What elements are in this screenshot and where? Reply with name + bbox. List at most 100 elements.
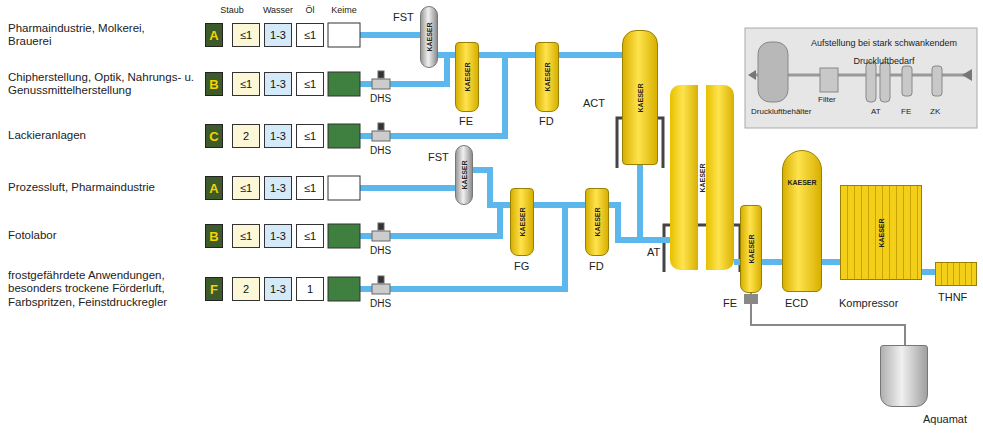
class-value: A — [209, 28, 218, 43]
class-value: ≤1 — [304, 29, 316, 41]
dust-class-box: ≤1 — [232, 72, 260, 96]
component-label: ECD — [785, 297, 808, 309]
brand-mark: KAESER — [594, 207, 601, 236]
class-value: ≤1 — [304, 78, 316, 90]
class-box: B — [205, 224, 223, 248]
oil-class-box: ≤1 — [296, 72, 324, 96]
column-header: Wasser — [263, 5, 293, 15]
oil-class-box: 1 — [296, 277, 324, 301]
component-label: FST — [393, 11, 414, 23]
condensate-drain-tank: ECDKAESER — [782, 150, 822, 292]
brand-mark: KAESER — [787, 178, 816, 185]
brand-mark: KAESER — [637, 83, 644, 112]
class-value: 1-3 — [270, 29, 286, 41]
class-value: B — [209, 229, 218, 244]
application-text: Pharmaindustrie, Molkerei, Brauerei — [8, 22, 186, 48]
filter: FEKAESER — [740, 205, 762, 293]
component-label: Kompressor — [839, 297, 898, 309]
regulator-label: DHS — [370, 245, 391, 257]
class-box: A — [205, 176, 223, 200]
filter: FDKAESER — [585, 188, 609, 256]
class-value: ≤1 — [304, 230, 316, 242]
regulator-label: DHS — [370, 93, 391, 105]
dust-class-box: ≤1 — [232, 23, 260, 47]
column-header: Staub — [220, 5, 244, 15]
component-label: FD — [589, 260, 604, 272]
water-class-box: 1-3 — [264, 72, 292, 96]
pressure-regulators — [372, 71, 390, 294]
class-value: 1-3 — [270, 130, 286, 142]
oil-class-box: ≤1 — [296, 23, 324, 47]
air-pipe — [640, 165, 670, 240]
column-header: Öl — [306, 5, 315, 15]
inset-part-label: ZK — [930, 107, 940, 116]
dust-class-box: 2 — [232, 277, 260, 301]
air-pipe — [534, 202, 585, 208]
air-pipe — [479, 52, 535, 58]
class-value: C — [209, 129, 218, 144]
class-value: 1-3 — [270, 78, 286, 90]
dust-class-box: ≤1 — [232, 224, 260, 248]
adsorption-dryer: ATKAESER — [670, 85, 734, 270]
class-box: C — [205, 124, 223, 148]
inset-part-label: FE — [901, 107, 911, 116]
air-pipe — [438, 52, 455, 58]
water-class-box: 1-3 — [264, 124, 292, 148]
class-value: 1-3 — [270, 283, 286, 295]
component-label: FST — [428, 151, 449, 163]
class-value: ≤1 — [240, 29, 252, 41]
oil-class-box: ≤1 — [296, 224, 324, 248]
component-label: FE — [723, 297, 737, 309]
application-text: Chipherstellung, Optik, Nahrungs- u. Gen… — [8, 71, 203, 97]
brand-mark: KAESER — [878, 218, 885, 247]
brand-mark: KAESER — [544, 62, 551, 91]
application-text: Fotolabor — [8, 229, 203, 242]
filter: FEKAESER — [455, 42, 479, 112]
component-label: ACT — [583, 97, 605, 109]
air-pipe — [762, 259, 782, 265]
water-class-box: 1-3 — [264, 277, 292, 301]
class-value: A — [209, 181, 218, 196]
brand-mark: KAESER — [699, 163, 706, 192]
class-value: ≤1 — [240, 230, 252, 242]
germ-boxes — [328, 23, 360, 301]
brand-mark: KAESER — [464, 62, 471, 91]
air-pipe — [473, 170, 510, 205]
brand-mark: KAESER — [461, 160, 468, 189]
dust-class-box: ≤1 — [232, 176, 260, 200]
branch-pipes — [360, 35, 565, 289]
component-label: THNF — [938, 291, 967, 303]
air-pipe — [922, 269, 935, 275]
application-text: Lackieranlagen — [8, 129, 203, 142]
class-value: B — [209, 77, 218, 92]
dust-class-box: 2 — [232, 124, 260, 148]
activated-carbon-adsorber: ACTKAESER — [622, 30, 658, 165]
inset-heading-box: Aufstellung bei stark schwankendem Druck… — [795, 32, 973, 60]
application-text: Prozessluft, Pharmaindustrie — [8, 181, 203, 194]
sterile-filter: FSTKAESER — [420, 6, 438, 68]
class-value: ≤1 — [304, 182, 316, 194]
water-class-box: 1-3 — [264, 23, 292, 47]
condensate-separator: Aquamat — [880, 345, 928, 407]
class-value: 1-3 — [270, 230, 286, 242]
class-value: ≤1 — [304, 130, 316, 142]
regulator-label: DHS — [370, 298, 391, 310]
class-value: 2 — [243, 283, 249, 295]
class-value: ≤1 — [240, 182, 252, 194]
filter: FGKAESER — [510, 188, 534, 256]
class-box: B — [205, 72, 223, 96]
component-label: FG — [514, 260, 529, 272]
oil-class-box: ≤1 — [296, 176, 324, 200]
drain-line — [751, 293, 905, 345]
intake-filter: THNF — [935, 262, 977, 286]
class-value: 1-3 — [270, 182, 286, 194]
inset-part-label: AT — [871, 107, 881, 116]
water-class-box: 1-3 — [264, 176, 292, 200]
sterile-filter: FSTKAESER — [455, 145, 473, 205]
inset-panel — [745, 28, 977, 128]
class-value: ≤1 — [240, 78, 252, 90]
class-box: F — [205, 277, 223, 301]
application-text: frostgefährdete Anwendungen, besonders t… — [8, 269, 203, 309]
